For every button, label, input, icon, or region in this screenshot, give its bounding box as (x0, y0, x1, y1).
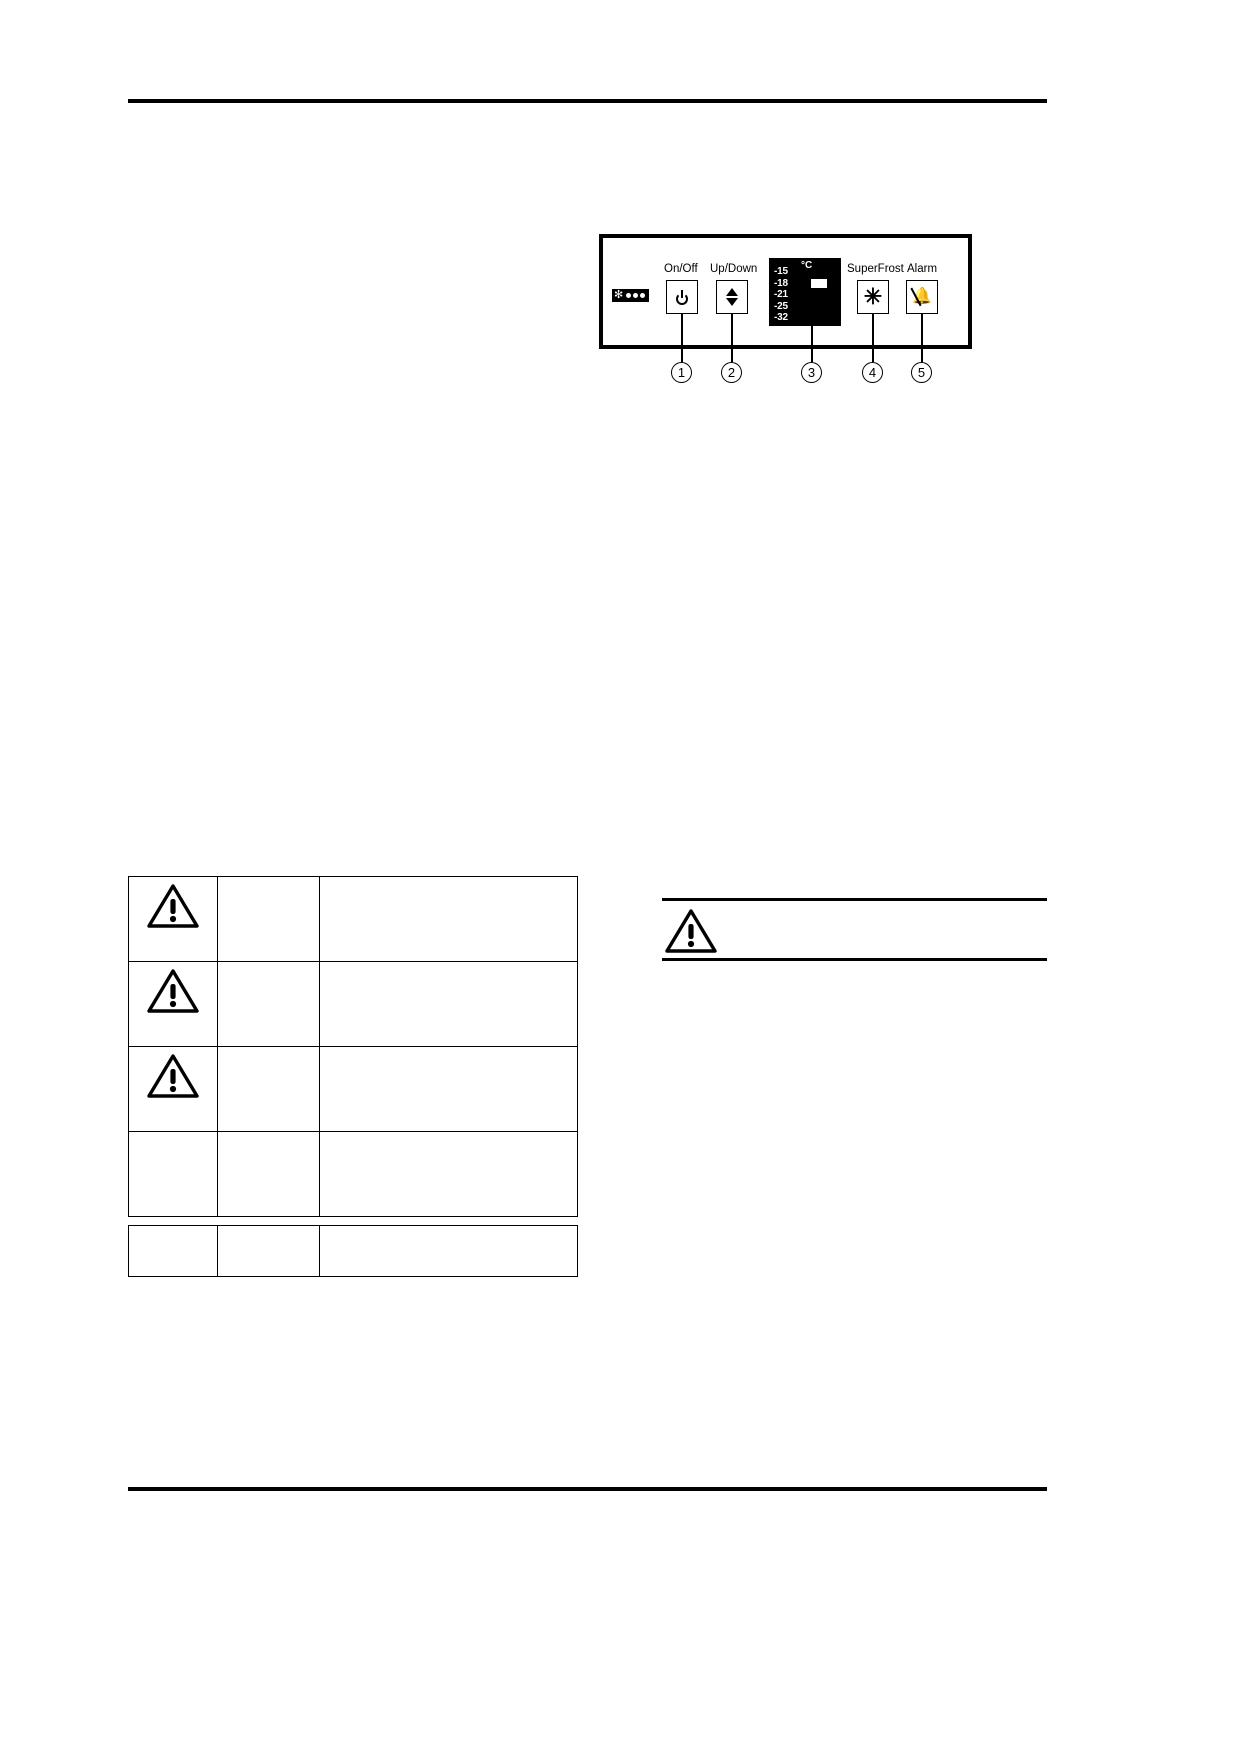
row-description-cell (318, 1131, 579, 1217)
callout-2: 2 (721, 362, 742, 383)
row-description-cell (318, 876, 579, 962)
warning-triangle-icon (147, 883, 199, 929)
callout-5: 5 (911, 362, 932, 383)
notice-rule-bottom (662, 958, 1047, 961)
leader-line-3b (811, 349, 814, 362)
row-term-cell (216, 876, 320, 962)
leader-line-1b (681, 349, 684, 362)
table-row (128, 1046, 579, 1132)
leader-line-4b (872, 349, 875, 362)
superfrost-button[interactable]: ✳ (857, 280, 889, 314)
temp-tick-0: -15 (774, 266, 788, 277)
temperature-scale: -15 -18 -21 -25 -32 (774, 266, 788, 324)
up-down-label: Up/Down (710, 263, 758, 275)
row-icon-cell (128, 876, 218, 962)
header-rule (128, 99, 1047, 103)
row-description-cell (318, 1225, 579, 1277)
row-term-cell (216, 1046, 320, 1132)
badge-pip-2 (633, 293, 639, 298)
row-description-cell (318, 961, 579, 1047)
table-row-spacer (129, 1217, 578, 1226)
temp-tick-3: -25 (774, 300, 788, 312)
row-description-cell (318, 1046, 579, 1132)
temp-tick-2: -21 (774, 289, 788, 301)
power-icon (675, 289, 690, 305)
leader-line-3 (811, 326, 814, 349)
leader-line-5 (921, 314, 924, 349)
row-icon-cell (128, 961, 218, 1047)
arrow-up-icon (726, 288, 738, 296)
table-row (128, 1131, 579, 1217)
snowflake-indicator-icon: ✻ (612, 289, 649, 302)
superfrost-label: SuperFrost (847, 263, 904, 275)
warning-triangle-icon (147, 968, 199, 1014)
on-off-button[interactable] (666, 280, 698, 314)
callout-3: 3 (801, 362, 822, 383)
footer-rule (128, 1487, 1047, 1491)
bell-off-icon: 🔔 (910, 287, 932, 307)
up-down-button[interactable] (716, 280, 748, 314)
leader-line-4 (872, 314, 875, 349)
badge-pip-1 (626, 293, 632, 298)
badge-pip-3 (640, 293, 646, 298)
row-icon-cell (128, 1131, 218, 1217)
alarm-button[interactable]: 🔔 (906, 280, 938, 314)
callout-1: 1 (671, 362, 692, 383)
on-off-label: On/Off (664, 263, 698, 275)
temperature-unit-label: °C (801, 260, 813, 271)
temperature-indicator-segment (811, 279, 827, 288)
warning-terms-table (128, 876, 579, 1277)
table-row (128, 1225, 579, 1277)
notice-rule-top (662, 898, 1047, 901)
callout-4: 4 (862, 362, 883, 383)
table-row (128, 961, 579, 1047)
leader-line-1 (681, 314, 684, 349)
row-term-cell (216, 1131, 320, 1217)
table-row (128, 876, 579, 962)
temp-tick-4: -32 (774, 312, 788, 324)
arrow-down-icon (726, 298, 738, 306)
temp-tick-1: -18 (774, 277, 788, 289)
row-icon-cell (128, 1225, 218, 1277)
notice-warning-triangle-icon (665, 908, 717, 959)
leader-line-5b (921, 349, 924, 362)
snowflake-icon: ✳ (863, 284, 883, 309)
alarm-label: Alarm (907, 263, 938, 275)
temperature-display: °C -15 -18 -21 -25 -32 (769, 258, 841, 326)
up-down-arrows-icon (726, 288, 738, 306)
leader-line-2b (731, 349, 734, 362)
leader-line-2 (731, 314, 734, 349)
warning-triangle-icon (147, 1053, 199, 1099)
row-icon-cell (128, 1046, 218, 1132)
badge-star-glyph: ✻ (614, 289, 624, 301)
row-term-cell (216, 961, 320, 1047)
row-term-cell (216, 1225, 320, 1277)
